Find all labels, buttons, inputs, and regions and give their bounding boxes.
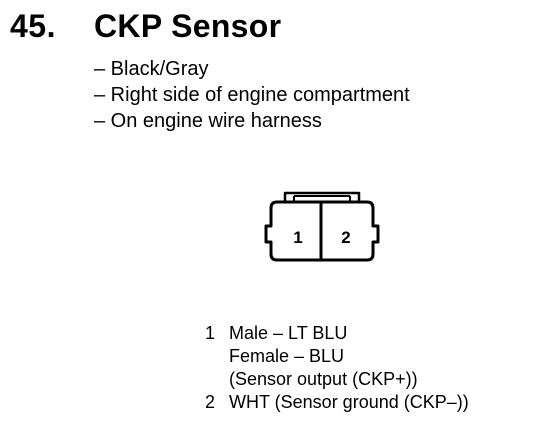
sensor-details-list: – Black/Gray – Right side of engine comp…: [94, 56, 410, 134]
pin-description: WHT (Sensor ground (CKP–)): [229, 392, 469, 412]
detail-mounting: – On engine wire harness: [94, 110, 322, 132]
pin-number: 2: [205, 392, 216, 412]
pin-number: 1: [205, 323, 216, 343]
connector-diagram: 1 2: [264, 191, 380, 262]
section-number: 45.: [10, 8, 56, 44]
pin-description: Female – BLU: [229, 346, 345, 366]
connector-latch: [283, 191, 361, 202]
connector-pin-1-label: 1: [293, 228, 302, 247]
connector-pin-2-label: 2: [341, 228, 350, 247]
detail-location: – Right side of engine compartment: [94, 84, 410, 106]
pin-description: Male – LT BLU: [229, 323, 348, 343]
pin-description: (Sensor output (CKP+)): [229, 369, 418, 389]
detail-color: – Black/Gray: [94, 58, 209, 80]
section-heading: 45. CKP Sensor: [0, 4, 544, 48]
section-title: CKP Sensor: [94, 8, 282, 44]
